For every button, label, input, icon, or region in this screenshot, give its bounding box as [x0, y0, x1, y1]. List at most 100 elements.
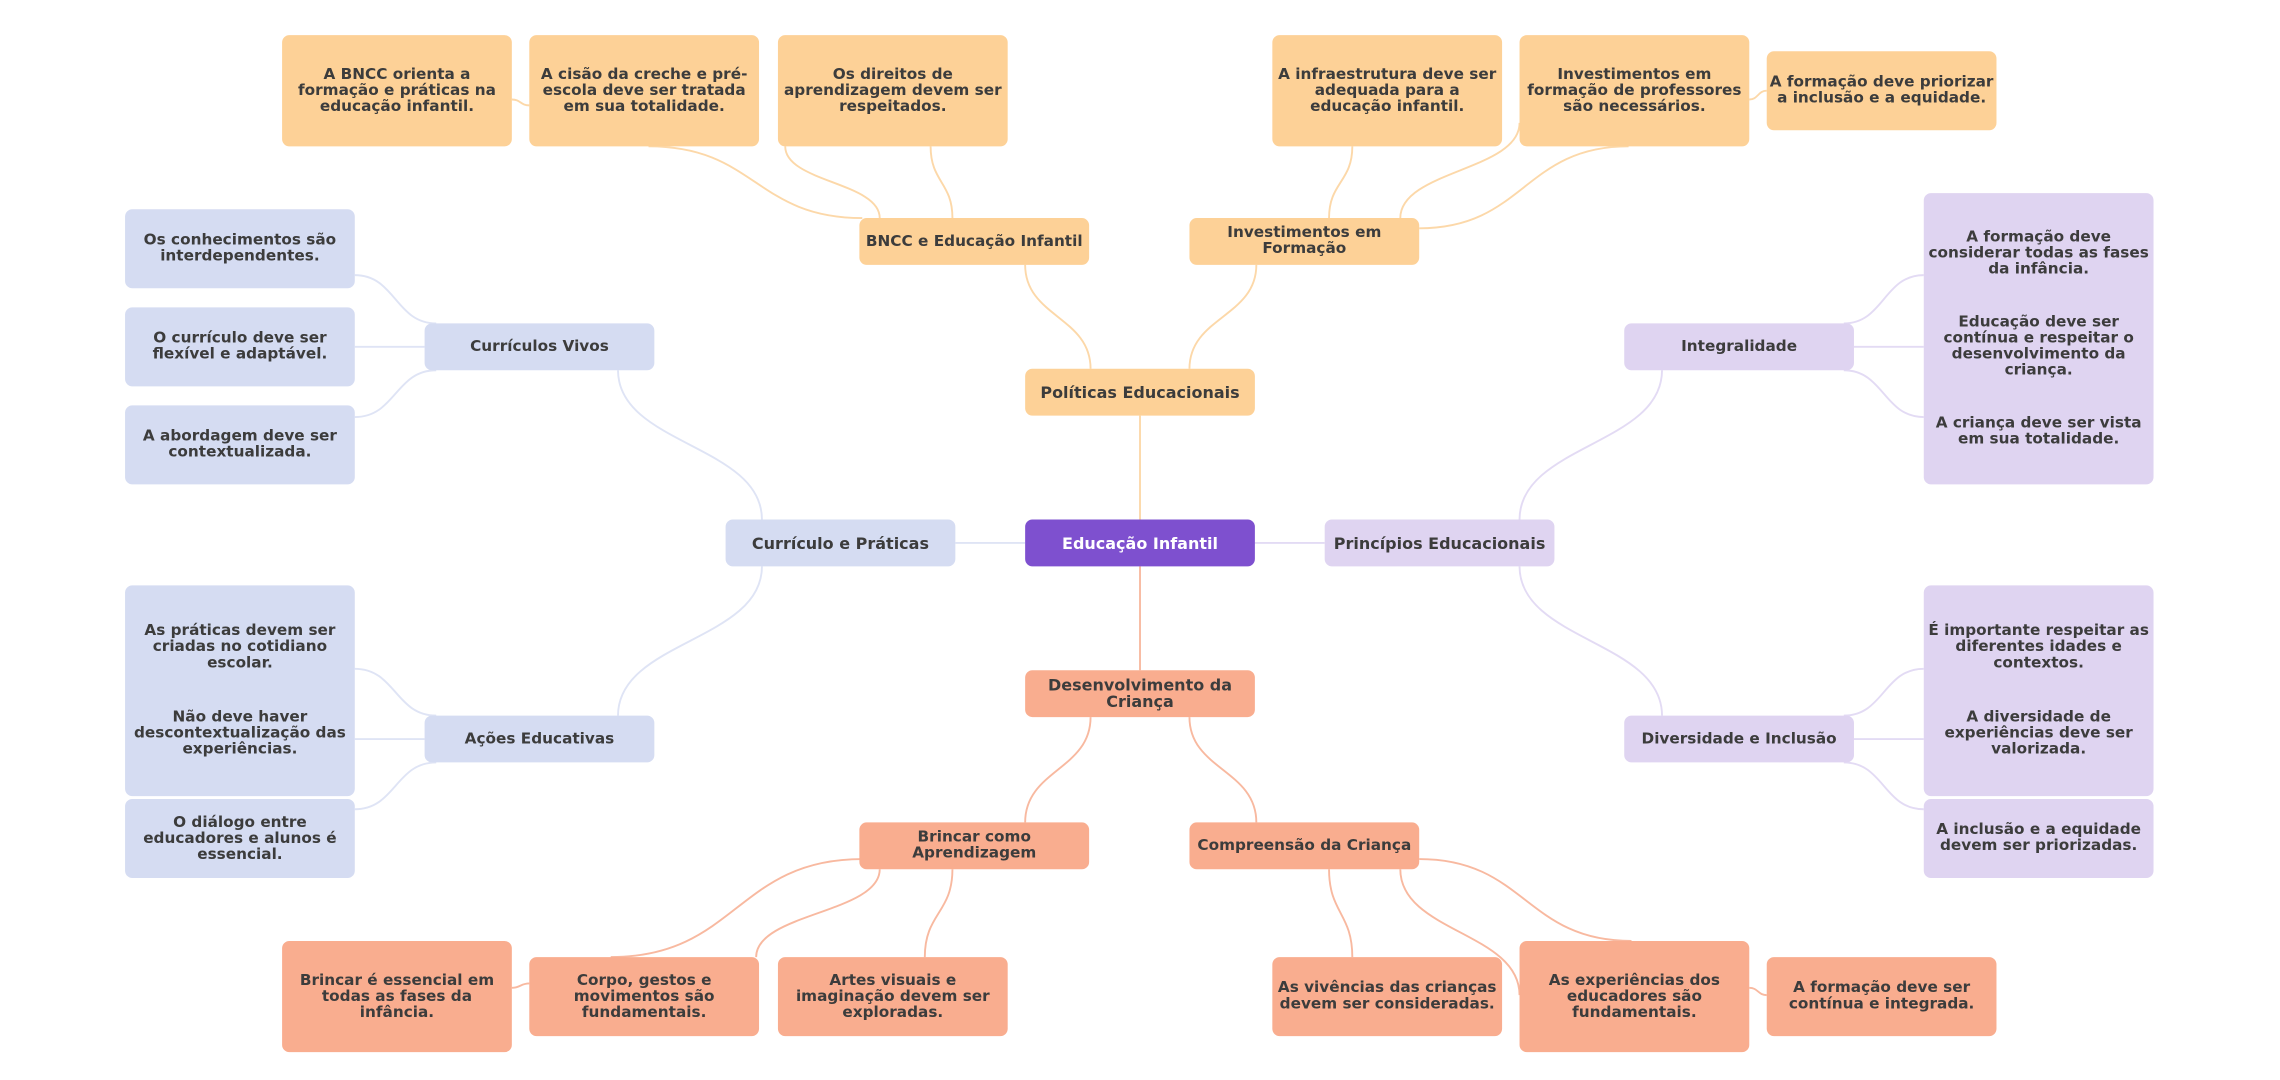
connector-line	[1843, 761, 1924, 811]
leaf-node[interactable]: A formação deve ser contínua e integrada…	[1766, 957, 1997, 1037]
connector-line	[354, 761, 437, 811]
leaf-node[interactable]: O currículo deve ser flexível e adaptáve…	[125, 307, 355, 387]
topic-acoes-educativas[interactable]: Ações Educativas	[424, 715, 655, 763]
leaf-text: A cisão da creche e pré-escola deve ser …	[540, 65, 748, 115]
leaf-node[interactable]: As vivências das crianças devem ser cons…	[1272, 957, 1503, 1037]
connector-line	[755, 869, 881, 958]
branch-principios[interactable]: Princípios Educacionais	[1324, 519, 1555, 567]
connector-line	[923, 869, 954, 958]
leaf-text: As práticas devem ser criadas no cotidia…	[144, 621, 336, 672]
leaf-text: As experiências dos educadores são funda…	[1548, 970, 1720, 1021]
leaf-text: Brincar é essencial em todas as fases da…	[299, 970, 495, 1021]
leaf-node[interactable]: Os conhecimentos são interdependentes.	[125, 209, 355, 289]
leaf-node[interactable]: A infraestrutura deve ser adequada para …	[1272, 35, 1503, 147]
connector-line	[648, 145, 863, 219]
leaf-text: Os conhecimentos são interdependentes.	[143, 231, 337, 265]
topic-label: Currículos Vivos	[470, 337, 609, 355]
root-label: Educação Infantil	[1062, 533, 1218, 553]
leaf-text: Corpo, gestos e movimentos são fundament…	[573, 970, 715, 1021]
leaf-node[interactable]: Investimentos em formação de professores…	[1519, 35, 1750, 147]
topic-label: Diversidade e Inclusão	[1641, 729, 1837, 748]
leaf-text: A criança deve ser vista em sua totalida…	[1935, 414, 2142, 448]
connector-line	[1749, 986, 1767, 997]
connector-line	[617, 370, 763, 520]
connector-line	[929, 146, 954, 219]
leaf-text: A BNCC orienta a formação e práticas na …	[297, 65, 496, 115]
topic-label: Brincar como Aprendizagem	[912, 828, 1037, 862]
leaf-node[interactable]: A formação deve priorizar a inclusão e a…	[1766, 51, 1997, 131]
branch-label: Princípios Educacionais	[1333, 533, 1546, 553]
branch-label: Currículo e Práticas	[751, 533, 929, 553]
topic-label: BNCC e Educação Infantil	[865, 231, 1083, 250]
connector-line	[1188, 264, 1258, 369]
leaf-text: A formação deve considerar todas as fase…	[1928, 228, 2149, 279]
connector-line	[1843, 667, 1924, 717]
connector-line	[1328, 869, 1354, 958]
branch-curriculo[interactable]: Currículo e Práticas	[725, 519, 956, 567]
leaf-text: A diversidade de experiências deve ser v…	[1944, 708, 2133, 759]
topic-bncc[interactable]: BNCC e Educação Infantil	[859, 218, 1090, 265]
leaf-text: A formação deve ser contínua e integrada…	[1788, 979, 1975, 1013]
leaf-node[interactable]: Corpo, gestos e movimentos são fundament…	[529, 957, 760, 1037]
leaf-text: Não deve haver descontextualização das e…	[133, 708, 346, 759]
connector-line	[1518, 566, 1663, 716]
connector-line	[610, 858, 863, 959]
connector-line	[1843, 274, 1924, 325]
leaf-node[interactable]: A inclusão e a equidade devem ser priori…	[1923, 799, 2154, 879]
topic-label: Compreensão da Criança	[1197, 836, 1412, 854]
leaf-node[interactable]: Brincar é essencial em todas as fases da…	[282, 940, 512, 1053]
connector-line	[1024, 717, 1092, 823]
topic-compreensao[interactable]: Compreensão da Criança	[1189, 822, 1420, 870]
leaf-text: Investimentos em formação de professores…	[1527, 65, 1742, 115]
branch-label: Políticas Educacionais	[1040, 382, 1240, 402]
leaf-text: Os direitos de aprendizagem devem ser re…	[783, 65, 1002, 115]
leaf-node-merged[interactable]: As práticas devem ser criadas no cotidia…	[125, 585, 355, 797]
connector-line	[1399, 122, 1521, 219]
connector-line	[354, 667, 437, 717]
leaf-node[interactable]: As experiências dos educadores são funda…	[1519, 940, 1750, 1053]
leaf-text: A infraestrutura deve ser adequada para …	[1278, 65, 1497, 115]
connector-line	[1024, 264, 1092, 369]
leaf-text: Artes visuais e imaginação devem ser exp…	[795, 970, 990, 1021]
topic-curriculos-vivos[interactable]: Currículos Vivos	[424, 323, 655, 371]
branch-label: Desenvolvimento da Criança	[1047, 676, 1233, 712]
connector-line	[1749, 89, 1767, 101]
connector-line	[1188, 717, 1258, 823]
leaf-node[interactable]: A BNCC orienta a formação e práticas na …	[282, 35, 512, 147]
root-node[interactable]: Educação Infantil	[1025, 519, 1255, 567]
connector-line	[1399, 869, 1521, 996]
connector-line	[1843, 369, 1924, 419]
connector-line	[511, 982, 530, 989]
topic-diversidade[interactable]: Diversidade e Inclusão	[1624, 715, 1854, 763]
connector-line	[354, 369, 437, 419]
connector-line	[617, 566, 763, 716]
connector-line	[1419, 145, 1629, 230]
topic-integralidade[interactable]: Integralidade	[1624, 323, 1854, 371]
connector-line	[354, 274, 437, 325]
leaf-node[interactable]: Artes visuais e imaginação devem ser exp…	[777, 957, 1008, 1037]
connector-line	[1328, 146, 1354, 219]
topic-investimentos[interactable]: Investimentos em Formação	[1189, 218, 1420, 265]
leaf-node[interactable]: Os direitos de aprendizagem devem ser re…	[777, 35, 1008, 147]
branch-desenvolvimento[interactable]: Desenvolvimento da Criança	[1025, 670, 1255, 718]
connector-line	[784, 146, 881, 219]
leaf-node[interactable]: A abordagem deve ser contextualizada.	[125, 405, 355, 485]
leaf-node[interactable]: A cisão da creche e pré-escola deve ser …	[529, 35, 760, 147]
leaf-node-merged[interactable]: É importante respeitar as diferentes ida…	[1923, 585, 2154, 797]
leaf-node[interactable]: O diálogo entre educadores e alunos é es…	[125, 799, 355, 879]
leaf-node-merged[interactable]: A formação deve considerar todas as fase…	[1923, 193, 2154, 485]
leaf-text: O currículo deve ser flexível e adaptáve…	[152, 329, 328, 363]
leaf-text: A abordagem deve ser contextualizada.	[142, 427, 337, 461]
branch-politicas[interactable]: Políticas Educacionais	[1025, 368, 1255, 416]
leaf-text: Educação deve ser contínua e respeitar o…	[1943, 313, 2134, 380]
topic-label: Ações Educativas	[464, 729, 615, 748]
topic-label: Investimentos em Formação	[1227, 223, 1382, 258]
leaf-text: A inclusão e a equidade devem ser priori…	[1936, 820, 2142, 855]
connector-line	[511, 98, 530, 107]
topic-brincar[interactable]: Brincar como Aprendizagem	[859, 822, 1090, 870]
connector-line	[1419, 858, 1632, 942]
leaf-text: A formação deve priorizar a inclusão e a…	[1769, 73, 1994, 107]
leaf-text: As vivências das crianças devem ser cons…	[1277, 979, 1497, 1013]
